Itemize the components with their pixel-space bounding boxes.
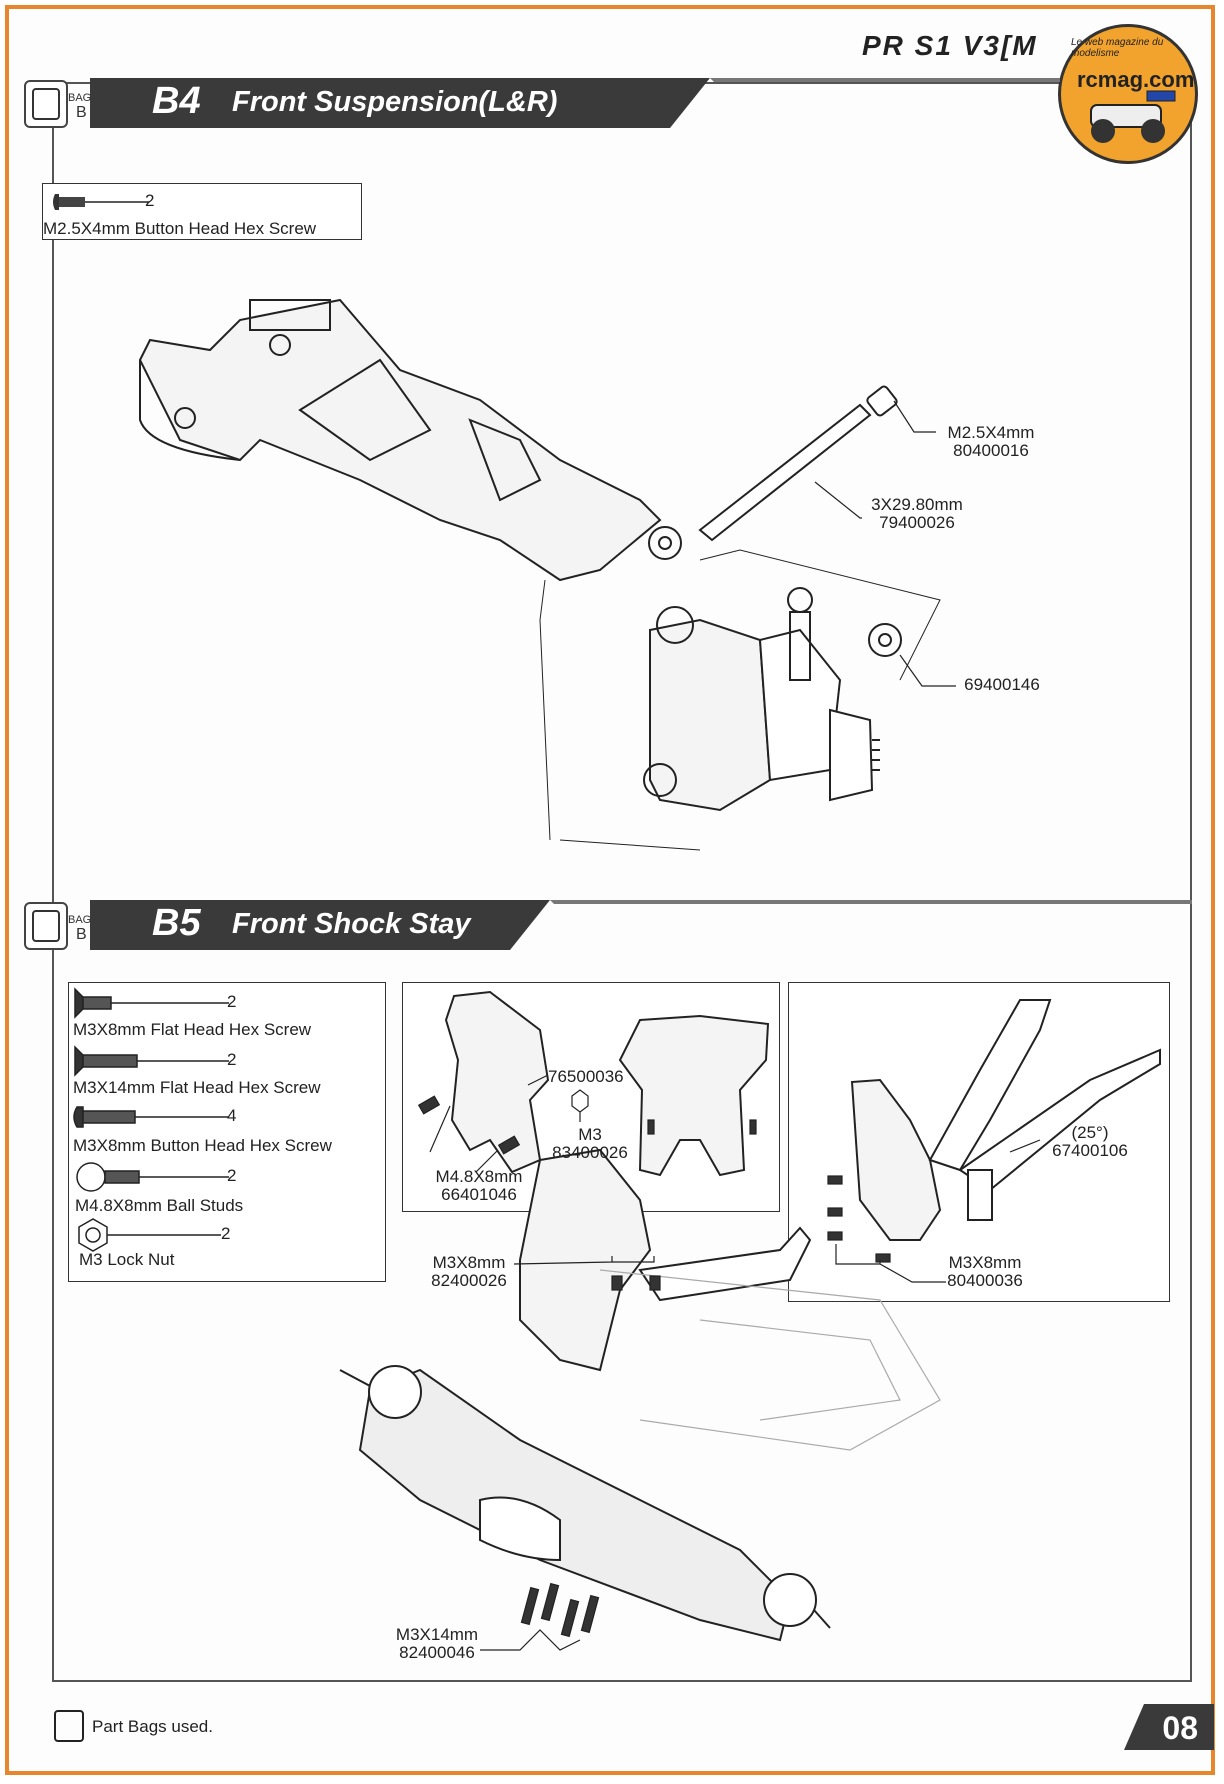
callout-name: M4.8X8mm [435, 1167, 523, 1186]
section-bar-shape [90, 78, 1060, 128]
callout-spacer: 69400146 [956, 676, 1048, 694]
callout-code: 80400036 [947, 1271, 1023, 1290]
bag-word: BAG [68, 92, 92, 104]
callout-name: M3 [578, 1125, 602, 1144]
callout-code: 76500036 [548, 1067, 624, 1086]
part-qty: 2 [227, 1166, 237, 1185]
content-border [52, 82, 1192, 1682]
part-name: M3 Lock Nut [79, 1250, 175, 1269]
part-name: M3X14mm Flat Head Hex Screw [73, 1078, 321, 1097]
callout-button-screw: M3X8mm 80400036 [940, 1254, 1030, 1290]
footer-bag-icon [54, 1710, 84, 1742]
part-qty: 2 [221, 1224, 231, 1243]
callout-tower: (25°) 67400106 [1044, 1124, 1136, 1160]
logo-tagline: Le web magazine du modelisme [1071, 37, 1164, 59]
page-number-badge: 08 [1124, 1704, 1214, 1750]
callout-ball-stud: M4.8X8mm 66401046 [428, 1168, 530, 1204]
callout-hinge-pin: 3X29.80mm 79400026 [862, 496, 972, 532]
callout-code: 67400106 [1052, 1141, 1128, 1160]
callout-name: 3X29.80mm [871, 495, 963, 514]
step-title: Front Shock Stay [232, 908, 471, 940]
callout-lock-nut: M3 83400026 [548, 1126, 632, 1162]
footer-legend: Part Bags used. [92, 1717, 213, 1736]
part-name: M4.8X8mm Ball Studs [75, 1196, 244, 1215]
page-number: 08 [1162, 1710, 1198, 1746]
logo-car-icon [1090, 90, 1176, 143]
part-name: M3X8mm Flat Head Hex Screw [73, 1020, 312, 1039]
bag-word: BAG [68, 914, 92, 926]
parts-box-b4: 2 M2.5X4mm Button Head Hex Screw [42, 183, 362, 240]
bag-badge [24, 80, 68, 128]
bag-letter: B [76, 926, 87, 943]
section-header-b5: BAG B B5 Front Shock Stay [20, 898, 1192, 952]
step-number: B4 [152, 80, 201, 122]
callout-code: 66401046 [441, 1185, 517, 1204]
bag-badge [24, 902, 68, 950]
part-qty: 2 [227, 1050, 237, 1069]
callout-name: M3X14mm [395, 1625, 479, 1644]
step-title: Front Suspension(L&R) [232, 86, 558, 118]
bag-icon [32, 88, 60, 120]
callout-name: M2.5X4mm [947, 423, 1035, 442]
parts-icons [73, 987, 229, 1252]
button-head-screw-icon [53, 194, 149, 210]
callout-shock-stay: 76500036 [548, 1068, 624, 1086]
callout-code: 82400046 [399, 1643, 475, 1662]
callout-name: M3X8mm [948, 1253, 1022, 1272]
part-qty: 2 [145, 191, 155, 210]
part-qty: 4 [227, 1106, 237, 1125]
callout-code: 69400146 [964, 675, 1040, 694]
step-number: B5 [152, 902, 201, 944]
callout-flat-screw-14: M3X14mm 82400046 [390, 1626, 484, 1662]
part-qty: 2 [227, 992, 237, 1011]
section-bar-shape [90, 900, 1192, 950]
callout-code: 79400026 [879, 513, 955, 532]
logo-site-name: rcmag.com [1077, 67, 1195, 92]
part-name: M3X8mm Button Head Hex Screw [73, 1136, 332, 1155]
site-logo: Le web magazine du modelisme rcmag.com [1058, 24, 1198, 164]
callout-name: (25°) [1071, 1123, 1109, 1142]
bag-icon [32, 910, 60, 942]
model-title: PR S1 V3[M [862, 30, 1038, 61]
section-header-b4: BAG B B4 Front Suspension(L&R) [20, 76, 1060, 130]
parts-box-b5: 2 M3X8mm Flat Head Hex Screw 2 M3X14mm F… [68, 982, 386, 1282]
callout-code: 80400016 [953, 441, 1029, 460]
bag-letter: B [76, 104, 87, 121]
callout-code: 83400026 [552, 1143, 628, 1162]
part-name: M2.5X4mm Button Head Hex Screw [43, 219, 317, 238]
callout-code: 82400026 [431, 1271, 507, 1290]
callout-flat-screw-8: M3X8mm 82400026 [424, 1254, 514, 1290]
callout-name: M3X8mm [432, 1253, 506, 1272]
callout-hinge-screw: M2.5X4mm 80400016 [936, 424, 1046, 460]
page-number-shape [1124, 1704, 1214, 1750]
